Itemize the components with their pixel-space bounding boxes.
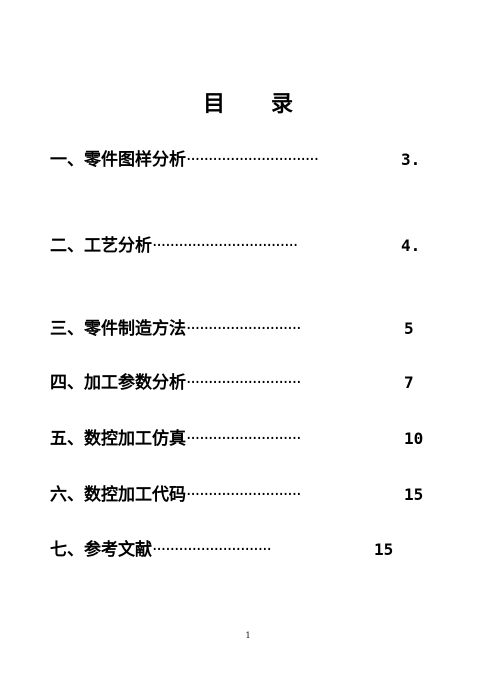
toc-entry-label: 七、参考文献 <box>50 540 152 560</box>
toc-entry-1: 一、零件图样分析······························ 3… <box>50 148 420 172</box>
toc-leader-dots: ······························ <box>186 150 319 170</box>
footer-page-number: 1 <box>245 631 251 640</box>
toc-entry-7: 七、参考文献··························· 15 <box>50 538 393 562</box>
toc-leader-dots: ································· <box>152 236 298 256</box>
toc-entry-page: 7 <box>404 373 414 392</box>
toc-entry-label: 五、数控加工仿真 <box>50 429 186 449</box>
toc-entry-page: 3. <box>401 150 421 169</box>
toc-leader-dots: ·························· <box>186 319 301 339</box>
toc-entry-page: 15 <box>404 485 424 504</box>
toc-title-char-1: 目 <box>202 92 225 117</box>
toc-entry-label: 三、零件制造方法 <box>50 319 186 339</box>
toc-title: 目录 <box>0 86 496 118</box>
toc-entry-label: 一、零件图样分析 <box>50 150 186 170</box>
toc-entry-page: 5 <box>404 319 414 338</box>
toc-leader-dots: ·························· <box>186 373 301 393</box>
toc-entry-label: 四、加工参数分析 <box>50 373 186 393</box>
toc-entry-page: 15 <box>374 540 394 559</box>
toc-entry-3: 三、零件制造方法·························· 5 <box>50 317 414 341</box>
toc-entry-page: 4. <box>401 236 421 255</box>
toc-entry-page: 10 <box>404 429 424 448</box>
toc-leader-dots: ··························· <box>152 540 272 560</box>
toc-entry-4: 四、加工参数分析·························· 7 <box>50 371 414 395</box>
toc-title-char-2: 录 <box>271 92 294 117</box>
toc-leader-dots: ·························· <box>186 485 301 505</box>
toc-leader-dots: ·························· <box>186 429 301 449</box>
toc-entry-label: 二、工艺分析 <box>50 236 152 256</box>
toc-entry-6: 六、数控加工代码·························· 15 <box>50 483 423 507</box>
toc-entry-label: 六、数控加工代码 <box>50 485 186 505</box>
toc-entry-5: 五、数控加工仿真·························· 10 <box>50 427 423 451</box>
toc-entry-2: 二、工艺分析································· … <box>50 234 420 258</box>
